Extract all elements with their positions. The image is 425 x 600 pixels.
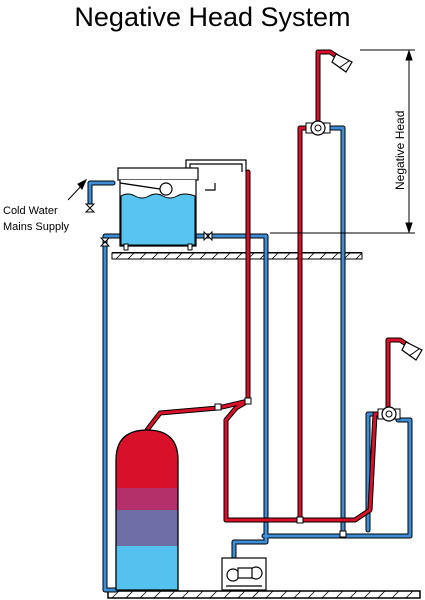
upper-shower-head-icon [331,53,353,73]
cold-water-label-line1: Cold Water [3,205,58,217]
pump-icon [221,557,267,591]
negative-head-label: Negative Head [393,111,407,190]
ground-floor [107,590,421,599]
vent-pipe [185,159,247,191]
upper-mixer-valve [305,120,331,136]
hot-water-pipes [144,49,411,523]
upper-floor [111,252,363,260]
cold-water-tank [117,167,199,251]
page-title: Negative Head System [74,2,351,32]
hot-water-cylinder [115,429,179,591]
cold-water-label-line2: Mains Supply [3,221,70,233]
mains-stop-valve [84,203,96,213]
lower-mixer-valve [377,406,401,422]
pipe-junctions [214,397,347,538]
lower-shower-head-icon [401,341,423,361]
tank-outlet-valve [203,230,213,242]
tank-feed-valve [99,237,111,247]
cold-water-leader [67,178,88,201]
float-ball-icon [159,182,173,196]
negative-head-dimension [270,49,415,234]
